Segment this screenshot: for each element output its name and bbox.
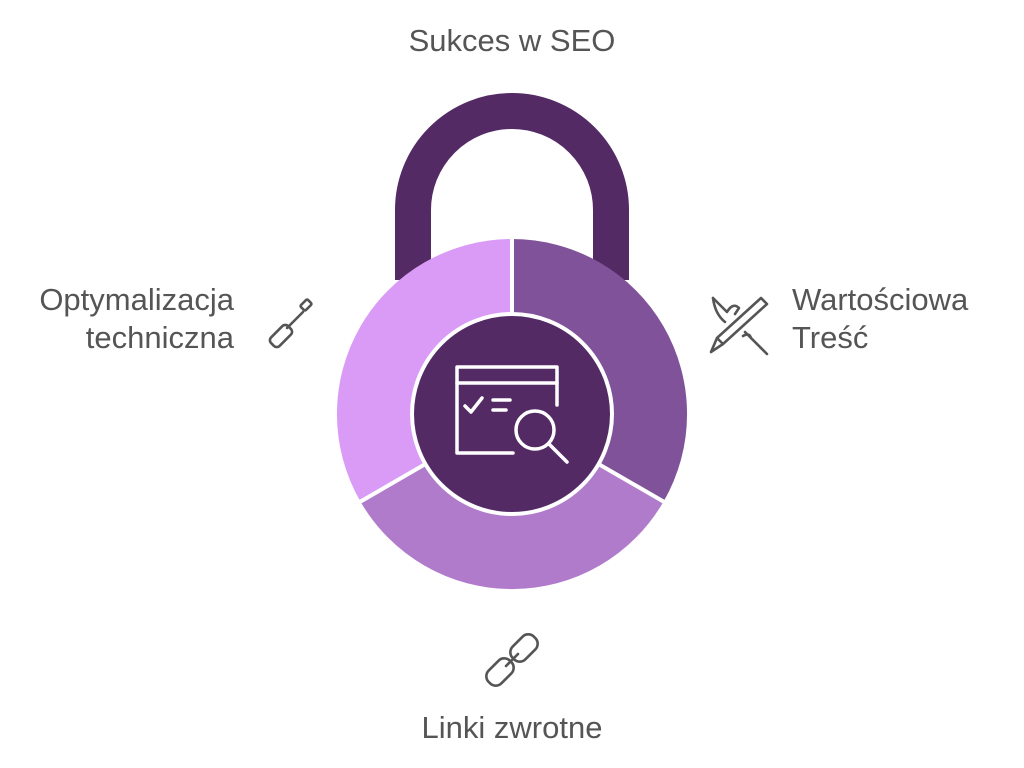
center-circle	[410, 312, 614, 516]
padlock-shackle	[395, 93, 629, 280]
chain-link-icon	[485, 633, 539, 687]
label-backlinks: Linki zwrotne	[421, 710, 603, 745]
screwdriver-icon	[268, 298, 313, 349]
quill-pen-icon	[709, 296, 769, 356]
label-line: Treść	[792, 320, 869, 355]
label-valuable-content: Wartościowa Treść	[792, 281, 968, 357]
diagram-title: Sukces w SEO	[408, 23, 616, 58]
label-line: Wartościowa	[792, 282, 969, 317]
seo-search-window-icon	[455, 365, 569, 464]
label-technical-optimization: Optymalizacja techniczna	[39, 281, 234, 357]
label-line: Optymalizacja	[39, 282, 234, 317]
label-line: techniczna	[85, 320, 234, 355]
